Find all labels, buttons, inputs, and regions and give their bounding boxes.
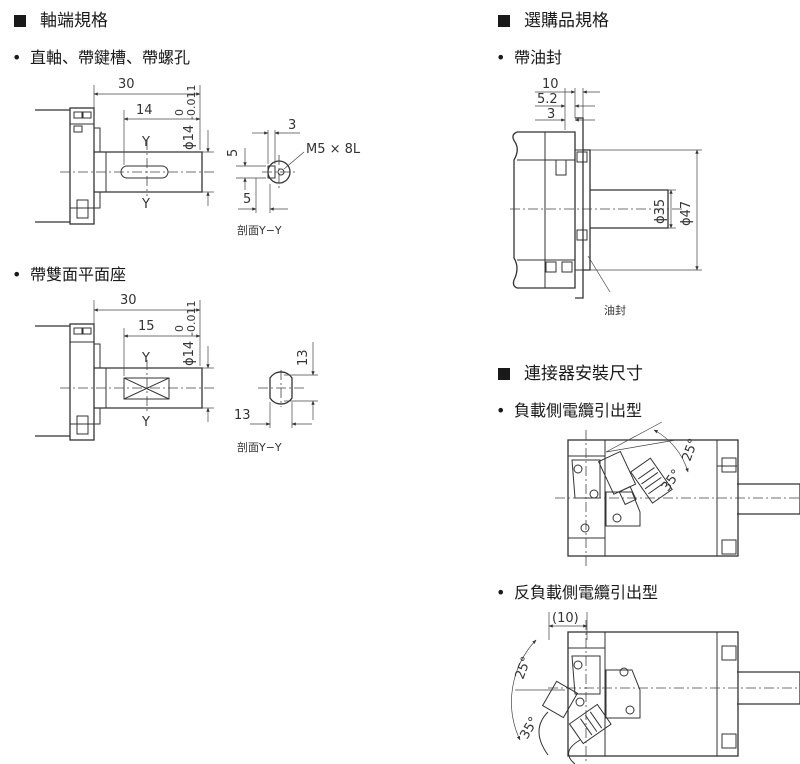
flat-dim-dia: ϕ14: [182, 341, 197, 366]
bullet-dot: •: [496, 48, 506, 67]
flat-shaft-drawing: 30 15 Y Y ϕ14 0 -0.011 13 13 剖面Y−Y: [35, 293, 318, 454]
oil-dim-35: ϕ35: [653, 199, 668, 224]
flat-dim-15: 15: [138, 319, 155, 334]
bullet-connector-load-text: 負載側電纜引出型: [514, 401, 643, 420]
connector-antiload-dim-10: (10): [552, 611, 579, 626]
bullet-flat-text: 帶雙面平面座: [30, 265, 127, 284]
keyway-dim-14: 14: [136, 103, 153, 118]
heading-shaft-end-text: 軸端規格: [40, 11, 108, 31]
heading-options-text: 選購品規格: [524, 11, 609, 31]
oil-dim-10: 10: [542, 77, 559, 92]
bullet-flat: • 帶雙面平面座: [12, 261, 126, 285]
connector-antiload-angle-35: 35°: [517, 715, 542, 742]
flat-y-top: Y: [141, 351, 150, 366]
flat-dim-30: 30: [120, 293, 137, 308]
bullet-keyway: • 直軸、帶鍵槽、帶螺孔: [12, 44, 190, 68]
connector-load-angle-35: 35°: [659, 467, 685, 494]
bullet-oil-seal: • 帶油封: [496, 44, 562, 68]
keyway-y-bottom: Y: [141, 197, 150, 212]
square-bullet-icon: [498, 15, 510, 27]
bullet-connector-antiload: • 反負載側電纜引出型: [496, 579, 658, 603]
connector-antiload-drawing: (10) 25° 35°: [511, 611, 800, 764]
keyway-thread: M5 × 8L: [306, 142, 361, 157]
flat-tol-upper: 0: [173, 325, 186, 332]
bullet-oil-seal-text: 帶油封: [514, 48, 563, 67]
oil-seal-label: 油封: [604, 303, 626, 317]
keyway-sec-5v: 5: [226, 149, 241, 157]
keyway-tol-lower: -0.011: [185, 85, 198, 120]
heading-shaft-end: 軸端規格: [14, 6, 108, 31]
connector-load-drawing: 25° 35°: [555, 421, 800, 568]
heading-connector: 連接器安裝尺寸: [498, 359, 643, 384]
oil-seal-drawing: 10 5.2 3 ϕ35 ϕ47 油封: [510, 77, 702, 317]
bullet-dot: •: [496, 583, 506, 602]
connector-antiload-angle-25: 25°: [513, 655, 535, 682]
keyway-section-label: 剖面Y−Y: [237, 223, 282, 237]
keyway-sec-3: 3: [288, 118, 296, 133]
bullet-connector-antiload-text: 反負載側電纜引出型: [514, 583, 659, 602]
flat-section-label: 剖面Y−Y: [237, 440, 282, 454]
bullet-dot: •: [496, 401, 506, 420]
keyway-dim-30: 30: [118, 77, 135, 92]
flat-sec-13v: 13: [296, 349, 311, 366]
connector-load-angle-25: 25°: [680, 437, 702, 464]
bullet-dot: •: [12, 48, 22, 67]
oil-dim-47: ϕ47: [679, 201, 694, 226]
bullet-keyway-text: 直軸、帶鍵槽、帶螺孔: [30, 48, 191, 67]
bullet-dot: •: [12, 265, 22, 284]
keyway-sec-5h: 5: [243, 192, 251, 207]
heading-connector-text: 連接器安裝尺寸: [524, 364, 643, 384]
keyway-tol-upper: 0: [173, 109, 186, 116]
keyway-y-top: Y: [141, 135, 150, 150]
bullet-connector-load: • 負載側電纜引出型: [496, 397, 642, 421]
oil-dim-3: 3: [547, 107, 555, 122]
oil-dim-52: 5.2: [537, 92, 558, 107]
flat-sec-13h: 13: [234, 408, 251, 423]
square-bullet-icon: [498, 368, 510, 380]
square-bullet-icon: [14, 15, 26, 27]
keyway-dim-dia: ϕ14: [182, 125, 197, 150]
flat-y-bottom: Y: [141, 415, 150, 430]
keyway-shaft-drawing: 30 14 Y Y ϕ14 0 -0.011 3 5 5 M5 × 8L 剖面Y…: [35, 77, 361, 237]
heading-options: 選購品規格: [498, 6, 609, 31]
flat-tol-lower: -0.011: [185, 301, 198, 336]
